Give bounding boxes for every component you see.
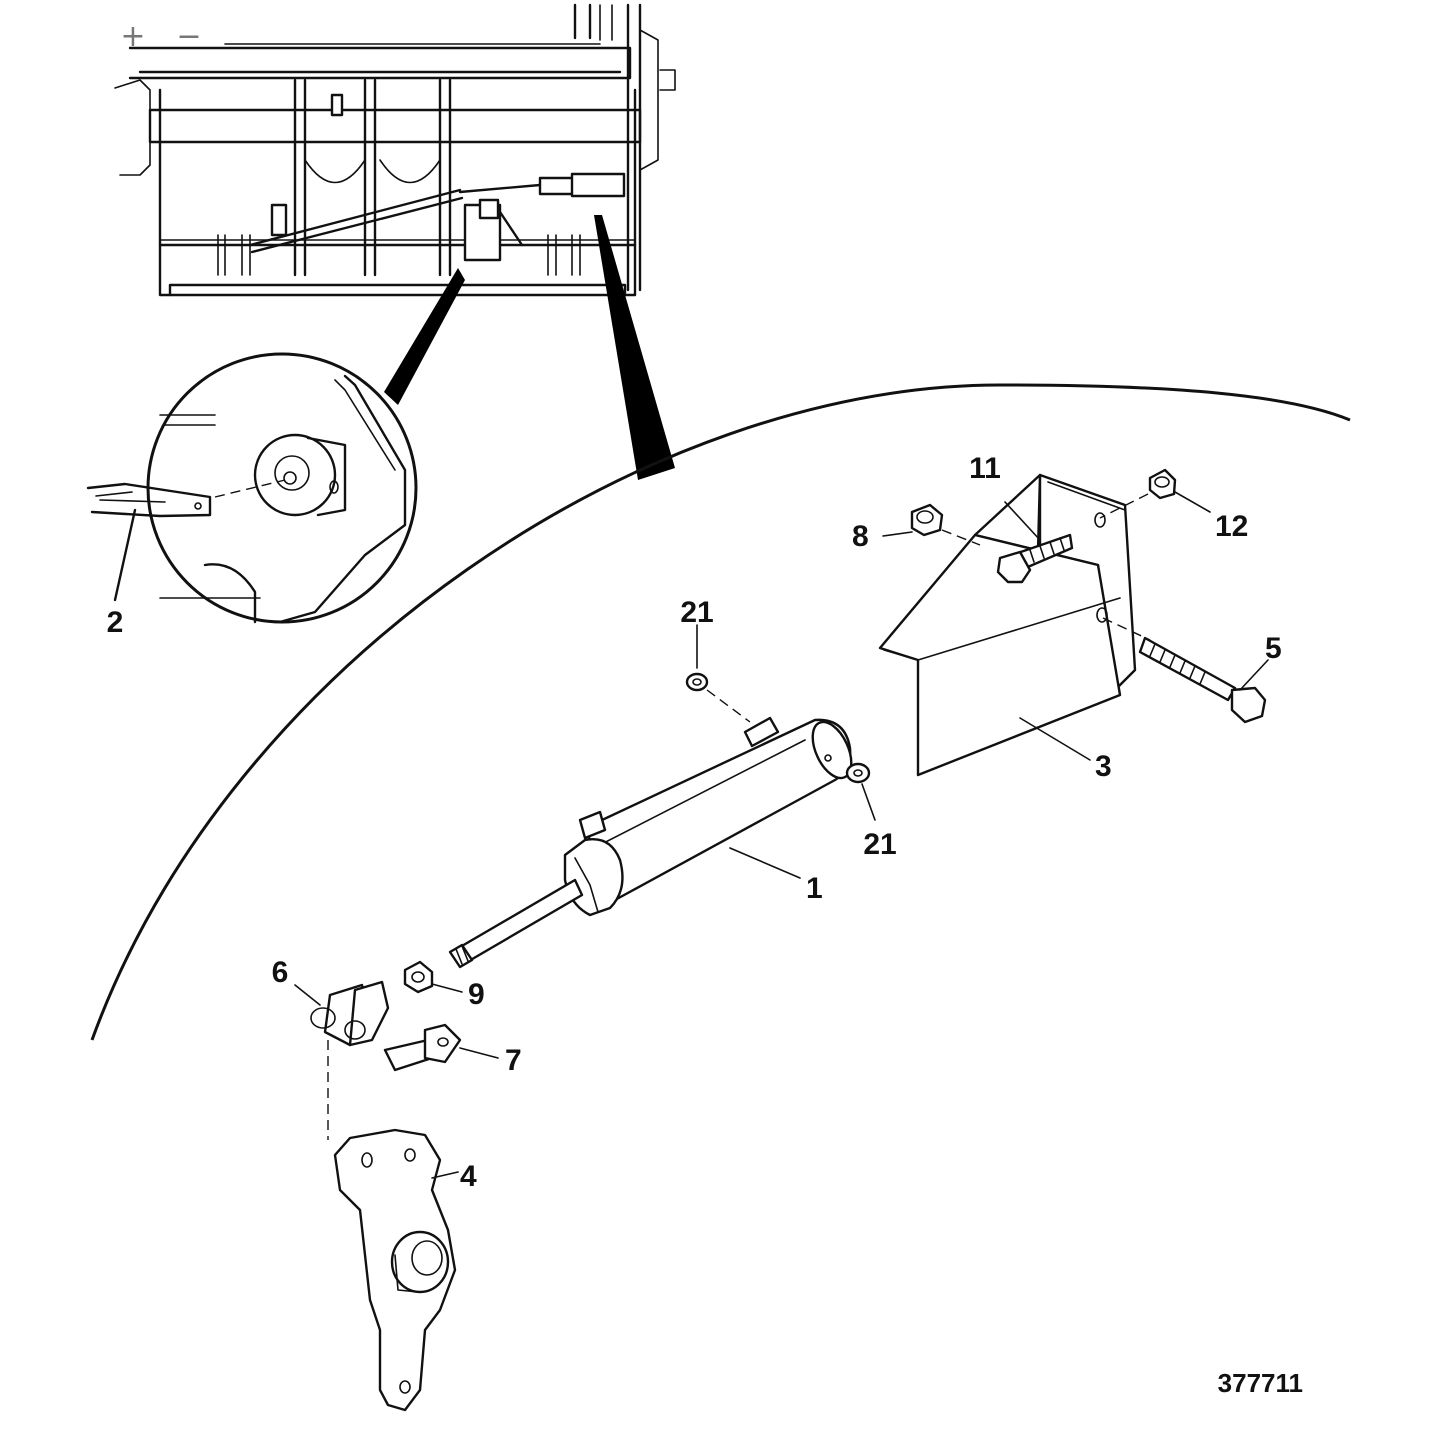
zoom-in-button[interactable]: +	[120, 19, 146, 54]
callout-5: 5	[1265, 632, 1282, 665]
callout-9: 9	[468, 978, 485, 1011]
hydraulic-cylinder	[448, 716, 853, 969]
callout-4: 4	[460, 1160, 477, 1193]
callout-1: 1	[806, 872, 823, 905]
callout-6: 6	[272, 956, 289, 989]
zoom-controls: + −	[118, 22, 204, 52]
bolt-5	[1102, 617, 1269, 724]
pin-7	[383, 1023, 499, 1072]
lever-arm-4	[333, 1128, 459, 1412]
washer-21-upper	[685, 624, 751, 723]
drawing-reference-number: 377711	[1218, 1368, 1303, 1398]
detail-view-circle	[86, 352, 418, 624]
callout-labels: 1 2 3 4 5 6 7 8 9 11 12 21 21	[107, 452, 1282, 1193]
callout-21-lower: 21	[863, 828, 896, 861]
bolt-11	[996, 501, 1074, 584]
frame-assembly-overview	[114, 3, 676, 297]
clevis-6	[294, 980, 390, 1140]
detail-view-arc	[90, 383, 1351, 1041]
detail-leader-wedge-left	[384, 268, 465, 405]
callout-3: 3	[1095, 750, 1112, 783]
zoom-out-button[interactable]: −	[176, 19, 202, 54]
nut-12	[1099, 468, 1211, 519]
callout-8: 8	[852, 520, 869, 553]
callout-7: 7	[505, 1044, 522, 1077]
nut-8	[882, 503, 981, 546]
nut-9	[403, 960, 463, 994]
detail-leader-wedge-right	[594, 215, 675, 480]
callout-21-upper: 21	[680, 596, 713, 629]
callout-12: 12	[1215, 510, 1248, 543]
callout-2: 2	[107, 606, 124, 639]
callout-11: 11	[969, 452, 1001, 485]
mounting-bracket	[878, 473, 1137, 777]
washer-21-lower	[845, 762, 876, 821]
